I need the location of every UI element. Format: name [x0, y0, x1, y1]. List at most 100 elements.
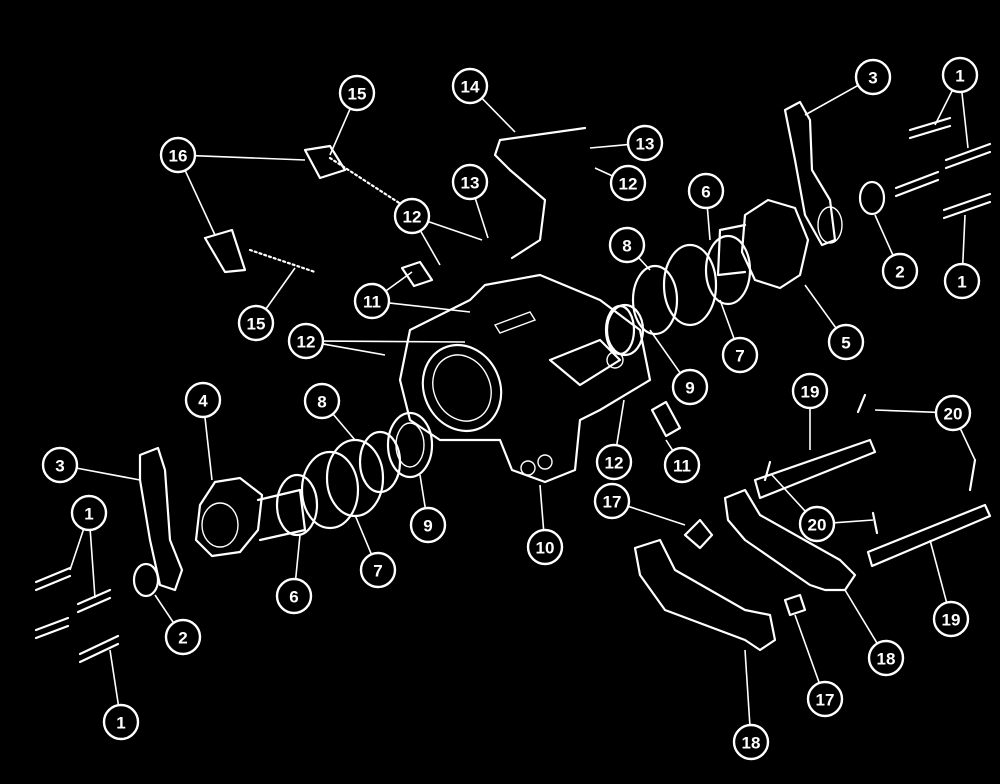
callout-label: 1	[955, 67, 964, 86]
callout-label: 19	[942, 611, 961, 630]
callout-1: 1	[70, 494, 108, 532]
callout-label: 17	[603, 493, 622, 512]
leader-line	[69, 528, 85, 571]
leader-line	[929, 539, 948, 603]
lever-arm-left	[138, 446, 184, 592]
callout-label: 11	[363, 293, 381, 312]
callout-circle	[353, 282, 391, 320]
parts	[34, 100, 992, 664]
callout-12: 12	[595, 443, 633, 481]
callout-18: 18	[867, 639, 905, 677]
callout-9: 9	[409, 506, 447, 544]
callout-circle	[932, 600, 970, 638]
callout-label: 20	[944, 405, 963, 424]
callout-circle	[287, 322, 325, 360]
leader-line	[744, 649, 751, 726]
cotter-pins	[763, 393, 977, 535]
leader-line	[354, 514, 373, 555]
callout-circle	[102, 703, 140, 741]
callout-2: 2	[164, 618, 202, 656]
leader-line	[615, 399, 625, 446]
callout-circle	[608, 226, 646, 264]
callout-14: 14	[451, 67, 489, 105]
callout-3: 3	[41, 446, 79, 484]
leader-line	[539, 484, 545, 531]
callout-label: 15	[247, 315, 266, 334]
callout-20: 20	[798, 505, 836, 543]
callout-circle	[409, 506, 447, 544]
callout-circle	[393, 197, 431, 235]
callout-circle	[41, 446, 79, 484]
callout-circle	[798, 505, 836, 543]
callout-label: 5	[841, 334, 850, 353]
callout-11: 11	[353, 282, 391, 320]
pin-upper	[400, 260, 434, 288]
callout-circle	[941, 56, 979, 94]
callout-label: 12	[297, 333, 316, 352]
callout-label: 7	[735, 347, 744, 366]
leader-line	[589, 143, 629, 149]
leader-line	[385, 271, 413, 292]
callout-8: 8	[608, 226, 646, 264]
leader-line	[154, 594, 175, 624]
callout-circle	[934, 394, 972, 432]
callout-label: 7	[373, 562, 382, 581]
callout-label: 1	[84, 505, 93, 524]
leader-line	[665, 439, 674, 452]
bolts	[34, 116, 992, 664]
callout-1: 1	[102, 703, 140, 741]
callout-label: 9	[423, 517, 432, 536]
leader-line	[961, 214, 966, 265]
callout-label: 14	[461, 78, 480, 97]
leader-line	[706, 207, 711, 241]
callout-circle	[338, 74, 376, 112]
leader-line	[265, 267, 296, 310]
callout-7: 7	[721, 336, 759, 374]
callout-circle	[671, 368, 709, 406]
leader-line	[322, 340, 466, 343]
callout-label: 6	[701, 183, 710, 202]
callout-circle	[451, 67, 489, 105]
leader-line	[934, 89, 954, 126]
callout-label: 13	[636, 135, 655, 154]
brake-tube	[493, 126, 587, 260]
callout-13: 13	[451, 163, 489, 201]
callout-label: 15	[348, 85, 367, 104]
callout-circle	[184, 381, 222, 419]
leader-line	[294, 534, 301, 580]
leader-line	[322, 343, 386, 356]
callout-18: 18	[732, 723, 770, 761]
leader-line	[627, 505, 686, 526]
springs	[203, 144, 412, 274]
callout-10: 10	[526, 528, 564, 566]
callout-label: 18	[877, 650, 896, 669]
leader-line	[332, 413, 356, 441]
leader-line	[804, 284, 837, 329]
callout-circle	[451, 163, 489, 201]
callout-label: 8	[622, 237, 631, 256]
callout-17: 17	[806, 680, 844, 718]
callout-circle	[237, 304, 275, 342]
leader-line	[427, 220, 483, 241]
callout-3: 3	[854, 58, 892, 96]
leader-line	[594, 167, 613, 177]
callout-circle	[943, 262, 981, 300]
callout-11: 11	[663, 446, 701, 484]
callout-5: 5	[827, 323, 865, 361]
callout-circle	[303, 382, 341, 420]
callout-label: 1	[957, 273, 966, 292]
rods	[753, 438, 992, 568]
pin-lower	[650, 400, 682, 438]
leader-line	[474, 197, 489, 239]
callout-label: 20	[808, 516, 827, 535]
leader-line	[194, 154, 306, 161]
leader-line	[794, 614, 821, 684]
callout-17: 17	[593, 482, 631, 520]
callout-circle	[609, 164, 647, 202]
bracket-right	[723, 488, 857, 592]
callout-circle	[593, 482, 631, 520]
callout-12: 12	[609, 164, 647, 202]
callout-19: 19	[791, 372, 829, 410]
callout-circle	[827, 323, 865, 361]
